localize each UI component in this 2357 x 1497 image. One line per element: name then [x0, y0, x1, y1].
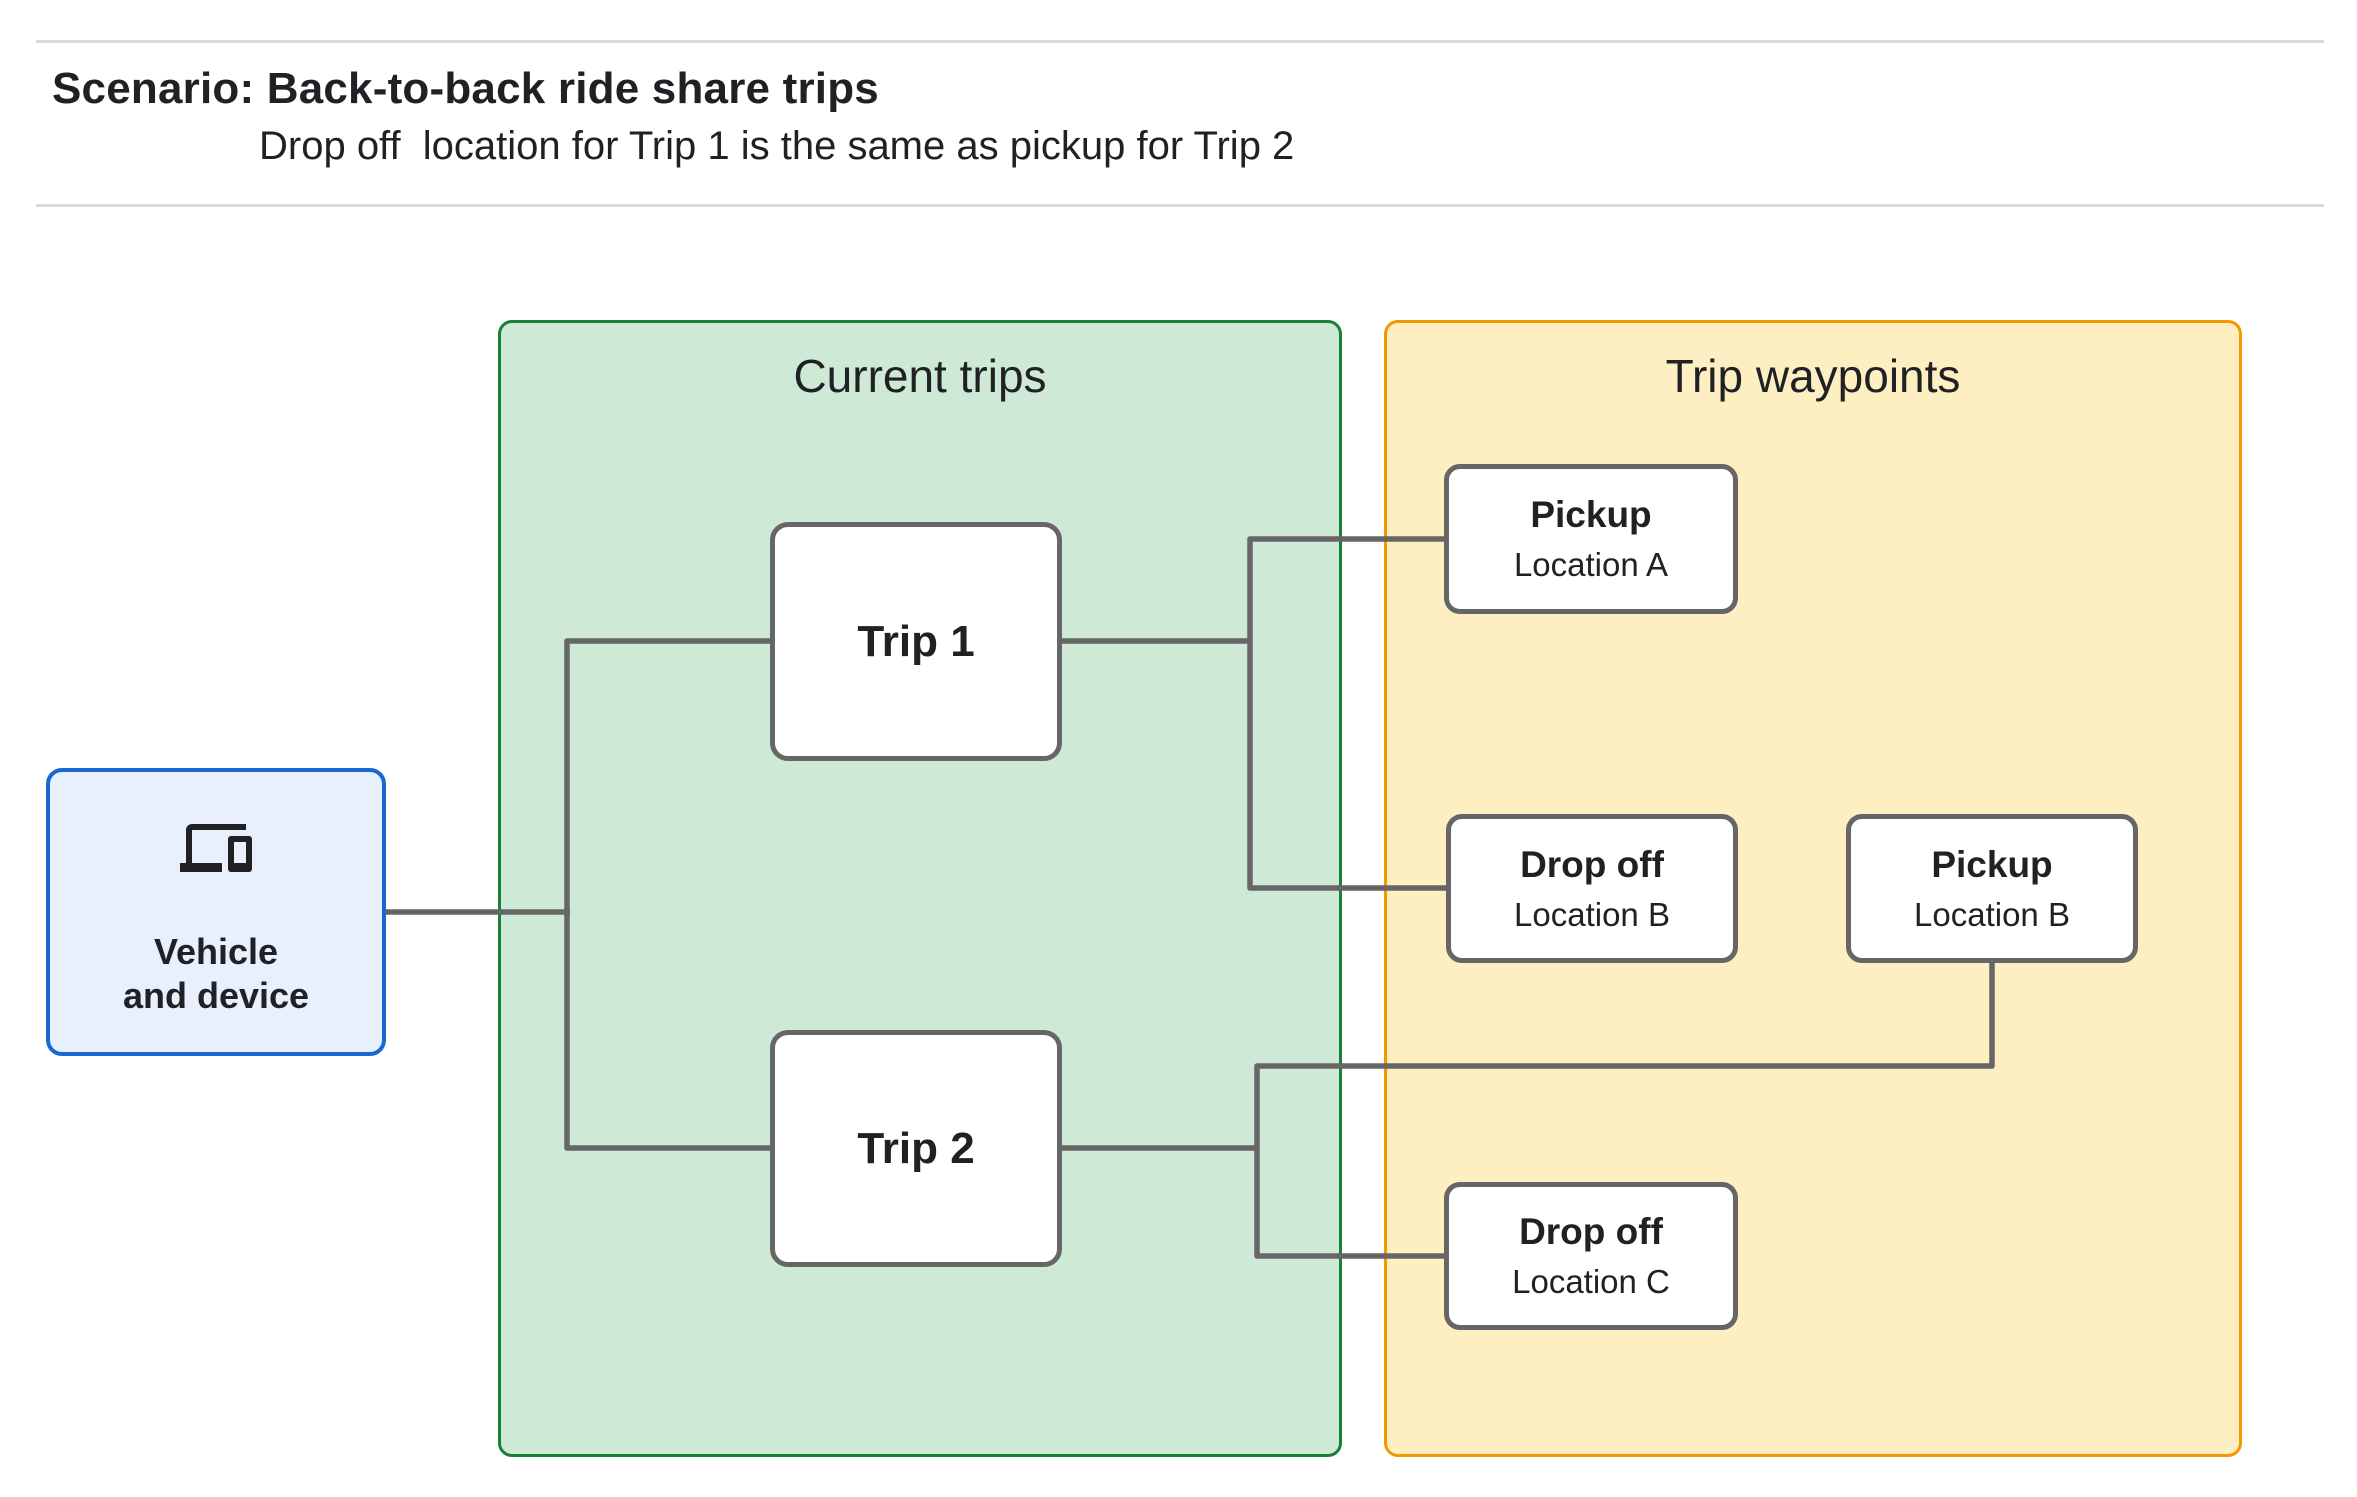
connector-trunk3-pickup-b-and-dropoff-c	[1254, 963, 1995, 1259]
waypoint-title: Drop off	[1519, 1211, 1663, 1252]
header-divider	[36, 204, 2324, 207]
waypoint-location: Location B	[1914, 895, 2070, 933]
connector-trunk2-to-pickup-a-and-dropoff-b	[1247, 536, 1446, 891]
waypoint-pickup-location-b: Pickup Location B	[1846, 814, 2138, 963]
connector-trunk-to-trips	[564, 638, 770, 1151]
waypoint-title: Pickup	[1931, 843, 2053, 885]
waypoint-location: Location C	[1512, 1263, 1670, 1301]
trip-waypoints-panel-title: Trip waypoints	[1665, 350, 1961, 402]
vehicle-box-label-line1: Vehicle	[153, 931, 279, 972]
page-subtitle: Drop off location for Trip 1 is the same…	[259, 124, 1295, 168]
waypoint-title: Pickup	[1530, 494, 1652, 535]
waypoint-location: Location A	[1513, 546, 1669, 584]
trip-1-box: Trip 1	[770, 522, 1062, 761]
waypoint-dropoff-location-b: Drop off Location B	[1446, 814, 1738, 963]
waypoint-title: Drop off	[1520, 843, 1664, 885]
current-trips-panel: Current trips	[498, 320, 1342, 1457]
trip-2-box: Trip 2	[770, 1030, 1062, 1267]
top-divider	[36, 40, 2324, 43]
waypoint-pickup-location-a: Pickup Location A	[1444, 464, 1738, 614]
page-title: Scenario: Back-to-back ride share trips	[52, 64, 879, 113]
vehicle-box-label: Vehicle and device	[123, 930, 309, 1018]
current-trips-panel-title: Current trips	[793, 350, 1047, 402]
trip-1-label: Trip 1	[857, 616, 975, 666]
waypoint-location: Location B	[1514, 895, 1670, 933]
vehicle-box-label-line2: and device	[122, 974, 310, 1016]
trip-2-label: Trip 2	[857, 1123, 975, 1173]
vehicle-and-device-box: Vehicle and device	[46, 768, 386, 1056]
waypoint-dropoff-location-c: Drop off Location C	[1444, 1182, 1738, 1330]
devices-icon	[180, 824, 252, 872]
